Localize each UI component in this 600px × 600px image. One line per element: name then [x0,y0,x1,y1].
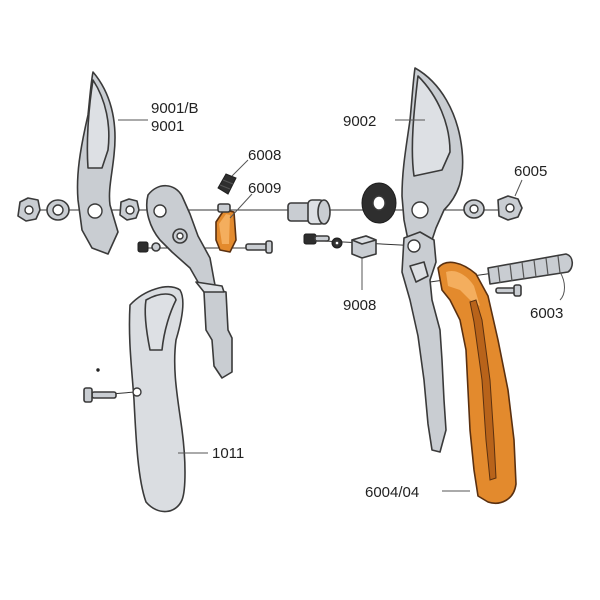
leader-6003 [559,271,565,301]
washer-left [46,199,70,221]
screw-6009 [245,240,273,254]
screw-small-right [303,233,330,245]
label-9008: 9008 [343,297,376,314]
label-9001b: 9001/B [151,100,199,117]
washer-right [463,199,485,219]
handle-grip-6004 [437,261,517,504]
handle-frame-left [145,184,233,379]
label-9002: 9002 [343,113,376,130]
label-6008: 6008 [248,147,281,164]
label-9001: 9001 [151,118,184,135]
label-6005: 6005 [514,163,547,180]
nut-left-inner [119,198,140,221]
pivot-bolt [287,199,331,225]
label-6003: 6003 [530,305,563,322]
leader-6005 [514,179,523,197]
handle-frame-right [401,231,447,453]
blade-9001 [76,71,119,255]
dot-mark [96,368,100,372]
label-6004: 6004/04 [365,484,419,501]
leader-6008 [231,159,249,177]
small-nut-left [137,241,161,253]
screw-1011 [83,387,117,403]
part-9008 [351,235,377,259]
label-1011: 1011 [212,445,244,462]
leader-6009 [229,193,253,219]
nut-left-outer [17,197,41,222]
washer-large [361,182,397,224]
label-6009: 6009 [248,180,281,197]
washer-small-right [331,237,343,249]
handle-grip-1011 [128,286,186,513]
part-6009 [215,203,237,253]
nut-6005 [497,195,523,221]
spring-6003 [487,253,574,285]
blade-9002 [401,67,464,251]
screw-6003 [495,284,522,297]
spring-6008 [217,173,237,195]
